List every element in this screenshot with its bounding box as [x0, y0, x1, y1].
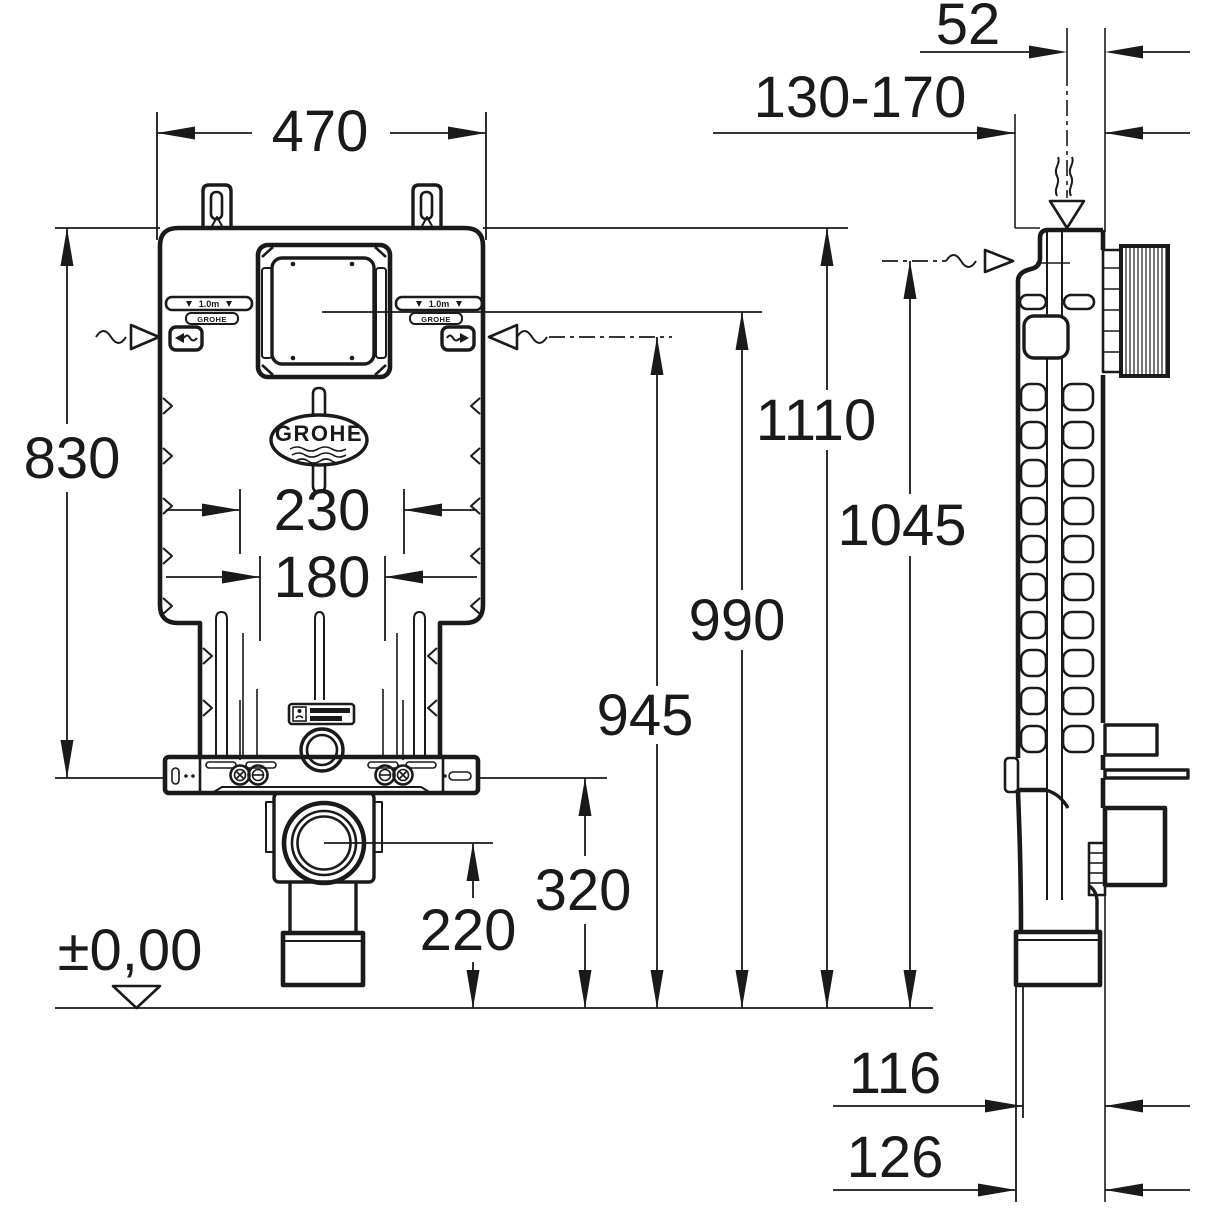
flush-plate-frame — [255, 242, 393, 380]
bracket-screw — [229, 764, 251, 786]
mounting-tab-right — [411, 183, 443, 229]
water-inlet-arrow-right-icon — [487, 323, 548, 351]
datum-triangle-icon — [111, 984, 162, 1010]
dim-anchor-inner: 180 — [166, 545, 477, 641]
bracket-screw — [247, 764, 269, 786]
dim-frame-depth: 52 — [920, 0, 1190, 59]
dim-frame-width-label: 470 — [272, 99, 369, 164]
level-mark-left-label: 1.0m — [199, 299, 220, 309]
bracket-screw — [392, 764, 414, 786]
dim-drain-offset-outer-label: 126 — [847, 1125, 944, 1190]
grohe-logo: GROHE — [269, 386, 369, 494]
dim-frame-height-label: 830 — [24, 426, 121, 491]
dim-inlet-height: 945 — [549, 336, 694, 1008]
dim-floor-level-label: ±0,00 — [58, 918, 203, 983]
dim-support-height-label: 320 — [535, 858, 632, 923]
dim-anchor-inner-label: 180 — [274, 545, 371, 610]
drain-outlet — [265, 791, 383, 988]
dim-drain-height: 220 — [324, 842, 517, 1008]
front-view: 1.0m GROHE 1.0m GROHE — [95, 183, 548, 988]
side-body-outline — [1015, 227, 1103, 758]
drain-elbow — [1013, 788, 1103, 988]
side-inlet-arrow-icon — [983, 248, 1015, 274]
dim-actuation-height-label: 990 — [689, 588, 786, 653]
dim-support-height: 320 — [480, 777, 632, 1008]
floor-foot — [1003, 756, 1020, 794]
dim-anchor-outer-label: 230 — [274, 478, 371, 543]
dim-side-inlet-height-label: 1045 — [837, 493, 966, 558]
frame-outline — [157, 225, 486, 757]
water-connection-socket — [1103, 723, 1159, 757]
tape-brand-right-label: GROHE — [421, 315, 451, 324]
frame-bolt-tubes — [215, 611, 426, 760]
dim-actuation-height: 990 — [322, 311, 786, 1008]
dim-side-inlet-height: 1045 — [837, 248, 1015, 1008]
tape-brand-left-label: GROHE — [197, 315, 227, 324]
dim-drain-height-label: 220 — [420, 898, 517, 963]
bottom-bracket — [162, 754, 481, 796]
dim-drain-offset-outer: 126 — [833, 986, 1190, 1202]
mounting-tab-left — [201, 183, 233, 229]
dim-anchor-outer: 230 — [166, 478, 477, 554]
dimensions: ±0,00 470 830 — [24, 0, 1190, 1202]
threaded-sleeve — [1119, 244, 1170, 378]
frame-serration-marks — [162, 397, 481, 717]
flow-box-right-icon — [440, 325, 476, 352]
level-tape-left: 1.0m GROHE — [164, 295, 254, 325]
dim-drain-offset-inner: 116 — [833, 986, 1190, 1118]
dim-install-depth-label: 130-170 — [754, 65, 967, 130]
level-mark-right-label: 1.0m — [429, 299, 450, 309]
frame-rib-ladder — [1019, 382, 1095, 754]
dim-inlet-height-label: 945 — [597, 683, 694, 748]
mounting-plate — [1103, 768, 1190, 780]
water-inlet-arrow-left-icon — [95, 323, 161, 351]
water-supply-port — [299, 727, 345, 773]
dim-frame-depth-label: 52 — [936, 0, 1001, 57]
grohe-logo-label: GROHE — [275, 421, 363, 446]
dim-install-depth: 130-170 — [713, 65, 1190, 140]
level-tape-right: 1.0m GROHE — [394, 295, 484, 325]
dim-frame-height: 830 — [24, 227, 163, 779]
dim-frame-width: 470 — [156, 99, 487, 240]
dim-drain-offset-inner-label: 116 — [849, 1041, 941, 1106]
warning-label — [287, 702, 356, 726]
dim-total-height: 1110 — [483, 227, 876, 1008]
side-view — [1003, 28, 1190, 1202]
flush-bend-connector — [1101, 244, 1170, 378]
inspection-port — [1022, 314, 1070, 360]
flow-box-left-icon — [168, 325, 204, 352]
flush-outlet-steam-icon — [1048, 156, 1086, 230]
wc-outlet-stub — [1102, 805, 1168, 888]
dim-total-height-label: 1110 — [756, 388, 876, 453]
